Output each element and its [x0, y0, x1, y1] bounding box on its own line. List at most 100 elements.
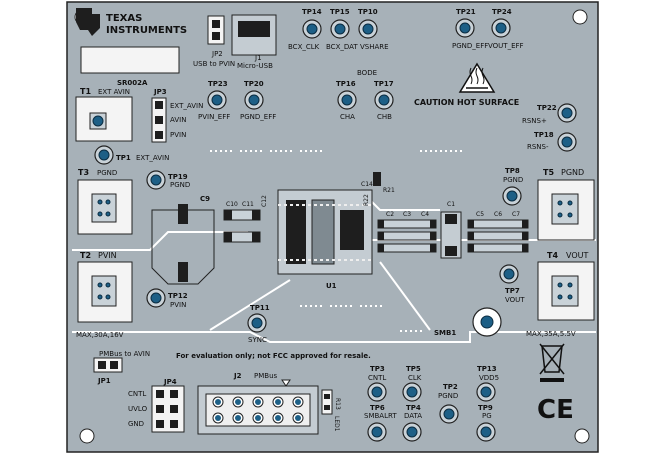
via-dot	[400, 330, 402, 332]
testpoint-tp8[interactable]: TP8 PGND	[502, 167, 523, 206]
svg-text:RSNS-: RSNS-	[527, 143, 549, 151]
c3-ref: C3	[403, 211, 411, 218]
testpoint-tp23[interactable]: TP23 PVIN_EFF	[198, 80, 230, 121]
jp4-pin2: UVLO	[128, 405, 148, 413]
testpoint-tp10[interactable]: TP10 VSHARE	[358, 8, 389, 51]
svg-text:VSHARE: VSHARE	[360, 43, 389, 51]
testpoint-tp15[interactable]: TP15 BCX_DAT	[326, 8, 358, 51]
via-dot	[255, 150, 257, 152]
trace-fb	[379, 261, 431, 331]
via-dot	[335, 305, 337, 307]
testpoint-tp3[interactable]: TP3 CNTL	[367, 365, 387, 402]
jp4-pin3: GND	[128, 420, 144, 428]
testpoint-tp6[interactable]: TP6 SMBALRT	[364, 404, 397, 442]
via-dot	[450, 150, 452, 152]
c5-ref: C5	[476, 211, 484, 218]
testpoint-tp5[interactable]: TP5 CLK	[402, 365, 422, 402]
caution-text: CAUTION HOT SURFACE	[414, 98, 519, 107]
smb1-jumper[interactable]	[472, 307, 502, 337]
c7-ref: C7	[512, 211, 520, 218]
testpoint-tp13[interactable]: TP13 VDD5	[476, 365, 499, 402]
r21-ref: R21	[383, 187, 395, 194]
ce-mark-icon: CE	[537, 395, 574, 425]
r13-resistor	[321, 389, 333, 415]
via-dot	[225, 150, 227, 152]
via-dot	[275, 150, 277, 152]
via-dot	[345, 305, 347, 307]
svg-text:TP23: TP23	[208, 80, 228, 88]
testpoint-tp17[interactable]: TP17 CHB	[374, 80, 394, 121]
trace-sync	[209, 279, 291, 331]
testpoint-tp2[interactable]: TP2 PGND	[438, 383, 459, 424]
svg-text:TP21: TP21	[456, 8, 476, 16]
svg-text:VOUT: VOUT	[505, 296, 525, 304]
c6-ref: C6	[494, 211, 502, 218]
mounting-hole-icon	[572, 9, 588, 25]
via-dot	[285, 150, 287, 152]
c14-ref: C14	[361, 181, 373, 188]
svg-text:TP12: TP12	[168, 292, 188, 300]
via-dot	[375, 305, 377, 307]
via-dot	[245, 150, 247, 152]
svg-text:TP22: TP22	[537, 104, 557, 112]
via-dot	[230, 150, 232, 152]
svg-text:TP20: TP20	[244, 80, 264, 88]
svg-text:BCX_CLK: BCX_CLK	[288, 43, 320, 51]
via-dot	[425, 150, 427, 152]
logo-line1: TEXAS	[106, 13, 142, 24]
jp3-pin1: EXT_AVIN	[170, 102, 203, 110]
svg-text:TP19: TP19	[168, 173, 188, 181]
svg-text:TP11: TP11	[250, 304, 270, 312]
testpoint-tp24[interactable]: TP24 VOUT_EFF	[488, 8, 524, 50]
t4-terminal[interactable]	[537, 261, 595, 321]
t2-ref: T2	[80, 251, 91, 260]
testpoint-tp22[interactable]: TP22 RSNS+	[522, 103, 577, 125]
testpoint-tp19[interactable]: TP19 PGND	[146, 170, 190, 190]
via-dot	[210, 150, 212, 152]
via-dot	[260, 150, 262, 152]
svg-text:EXT_AVIN: EXT_AVIN	[136, 154, 169, 162]
t5-desc: PGND	[561, 168, 584, 177]
via-dot	[330, 305, 332, 307]
pin1-marker-icon	[281, 379, 291, 387]
testpoint-tp21[interactable]: TP21 PGND_EFF	[452, 8, 488, 50]
u1-ref: U1	[326, 282, 337, 290]
via-dot	[430, 150, 432, 152]
via-dot	[300, 305, 302, 307]
svg-text:TP6: TP6	[370, 404, 385, 412]
testpoint-tp16[interactable]: TP16 CHA	[336, 80, 357, 121]
testpoint-tp20[interactable]: TP20 PGND_EFF	[240, 80, 276, 121]
via-dot	[310, 305, 312, 307]
testpoint-tp11[interactable]: TP11 SYNC	[247, 304, 270, 344]
j2-pmbus-connector[interactable]	[197, 385, 319, 435]
t1-ref: T1	[80, 87, 91, 96]
via-dot	[365, 305, 367, 307]
svg-text:TP8: TP8	[505, 167, 520, 175]
hot-surface-warning-icon	[458, 62, 496, 93]
max-out-label: MAX,35A,5.5V	[526, 330, 576, 338]
jp1-desc: PMBus to AVIN	[99, 350, 150, 358]
svg-text:TP7: TP7	[505, 287, 520, 295]
testpoint-tp12[interactable]: TP12 PVIN	[146, 288, 188, 309]
svg-text:TP10: TP10	[358, 8, 378, 16]
via-dot	[305, 150, 307, 152]
testpoint-tp18[interactable]: TP18 RSNS-	[527, 131, 577, 152]
t4-desc: VOUT	[566, 251, 588, 260]
bode-label: BODE	[357, 69, 377, 77]
svg-text:PGND: PGND	[438, 392, 458, 400]
testpoint-tp4[interactable]: TP4 DATA	[402, 404, 422, 442]
testpoint-tp9[interactable]: TP9 PG	[476, 404, 496, 442]
via-dot	[215, 150, 217, 152]
testpoint-tp7[interactable]: TP7 VOUT	[499, 264, 525, 304]
c9-ref: C9	[200, 195, 210, 203]
jp4-ref: JP4	[163, 378, 177, 386]
svg-text:TP5: TP5	[406, 365, 421, 373]
c1-ref: C1	[447, 201, 455, 208]
svg-text:CHB: CHB	[377, 113, 392, 121]
j2-desc: PMBus	[254, 372, 277, 380]
svg-text:PGND: PGND	[503, 176, 523, 184]
testpoint-tp14[interactable]: TP14 BCX_CLK	[288, 8, 322, 51]
testpoint-tp1[interactable]: TP1 EXT_AVIN	[94, 145, 169, 165]
svg-text:TP4: TP4	[406, 404, 421, 412]
